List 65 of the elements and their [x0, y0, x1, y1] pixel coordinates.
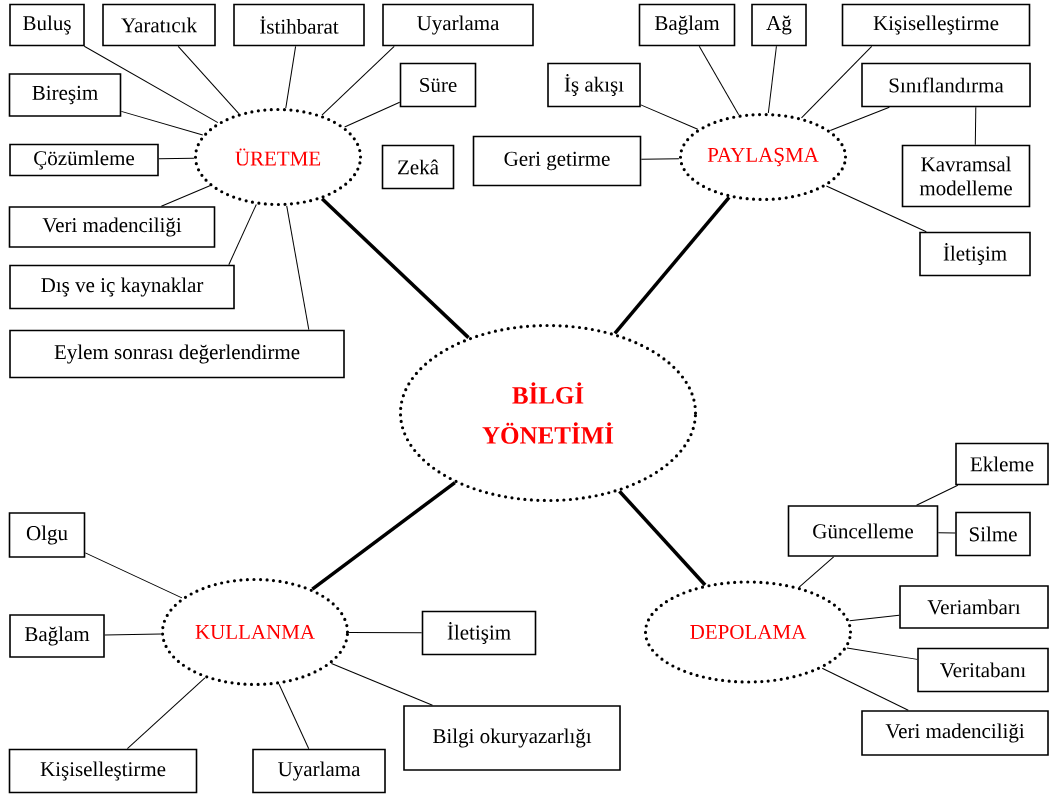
- concept-box: Bireşim: [8, 73, 122, 117]
- concept-box: Olgu: [8, 512, 86, 558]
- concept-box: Güncelleme: [787, 505, 939, 557]
- concept-box: Yaratıcık: [102, 3, 216, 47]
- connector-line: [120, 110, 204, 136]
- concept-box: Bilgi okuryazarlığı: [403, 705, 621, 771]
- connector-line: [698, 45, 740, 116]
- concept-box: Çözümleme: [9, 143, 159, 177]
- connector-line: [158, 157, 195, 160]
- connector-line: [311, 481, 456, 591]
- concept-box: Veri madenciliği: [8, 206, 216, 248]
- connector-line: [104, 633, 162, 636]
- concept-box: İletişim: [421, 610, 537, 656]
- concept-box: Kavramsal modelleme: [901, 144, 1031, 208]
- connector-line: [126, 677, 206, 750]
- connector-line: [798, 556, 835, 588]
- connector-line: [348, 631, 423, 634]
- concept-box: Bağlam: [9, 614, 105, 658]
- connector-line: [825, 185, 927, 233]
- connector-line: [330, 663, 433, 706]
- connector-line: [974, 106, 977, 146]
- connector-line: [916, 484, 959, 506]
- concept-box: Süre: [399, 62, 477, 108]
- connector-line: [286, 205, 310, 331]
- connector-line: [344, 101, 401, 128]
- concept-box: İş akışı: [547, 62, 641, 108]
- concept-box: Veriambarı: [899, 585, 1049, 629]
- connector-line: [849, 614, 900, 622]
- connector-line: [937, 532, 956, 534]
- concept-box: Silme: [955, 511, 1031, 557]
- concept-box: Kişiselleştirme: [841, 3, 1031, 47]
- connector-line: [160, 185, 211, 207]
- connector-line: [84, 552, 183, 599]
- connector-line: [618, 490, 707, 587]
- concept-box: Veri madenciliği: [861, 710, 1049, 756]
- concept-box: Buluş: [9, 3, 85, 47]
- concept-box: Sınıflandırma: [861, 62, 1031, 108]
- concept-box: Dış ve iç kaynaklar: [9, 264, 235, 310]
- connector-line: [846, 647, 918, 660]
- concept-box: Geri getirme: [472, 135, 642, 187]
- connector-line: [278, 683, 310, 750]
- concept-box: Kişiselleştirme: [8, 748, 198, 794]
- concept-box: Bağlam: [638, 3, 736, 47]
- concept-box: Veritabanı: [917, 647, 1049, 693]
- connector-line: [285, 45, 297, 109]
- connector-line: [321, 45, 395, 116]
- connector-line: [829, 106, 890, 132]
- connector-line: [640, 104, 699, 130]
- connector-line: [177, 45, 240, 115]
- connector-line: [801, 45, 873, 119]
- connector-line: [320, 197, 470, 339]
- connector-line: [613, 196, 731, 335]
- concept-box: Ekleme: [955, 442, 1049, 486]
- concept-box: Uyarlama: [252, 748, 386, 794]
- concept-box: Uyarlama: [382, 3, 534, 47]
- concept-box: Ağ: [751, 3, 807, 47]
- connector-line: [228, 203, 257, 266]
- concept-box: Zekâ: [381, 144, 455, 190]
- concept-box: İstihbarat: [233, 3, 365, 47]
- connector-line: [83, 45, 219, 124]
- concept-box: İletişim: [919, 231, 1031, 277]
- connector-line: [640, 158, 680, 160]
- concept-box: Eylem sonrası değerlendirme: [9, 329, 345, 379]
- connector-line: [821, 667, 909, 711]
- connector-line: [767, 45, 777, 114]
